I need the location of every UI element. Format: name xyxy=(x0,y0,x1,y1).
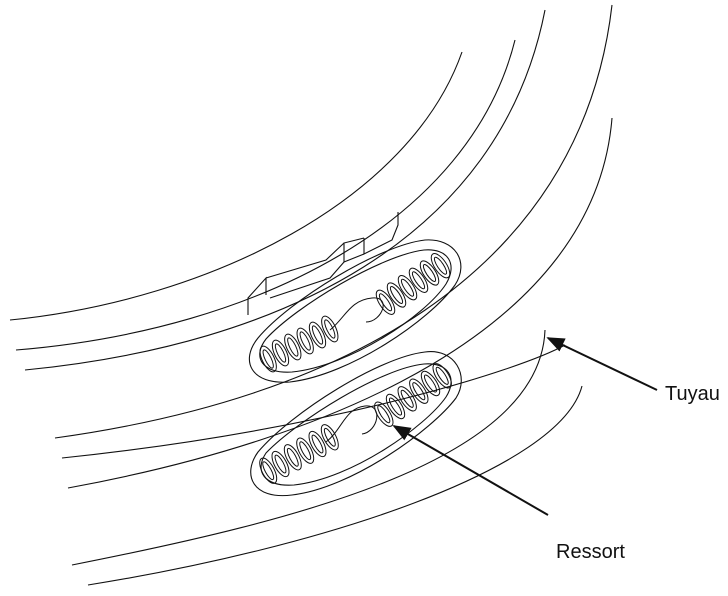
spring-coil-inner xyxy=(423,374,438,393)
spring-coil-inner xyxy=(311,325,324,345)
spring-coil-inner xyxy=(286,447,299,467)
spring-coil-inner xyxy=(262,349,274,369)
spring-coil-turn xyxy=(308,321,327,349)
spring-coil-turn xyxy=(259,457,278,484)
spring-coil-inner xyxy=(435,366,449,385)
spring-coil-turn xyxy=(409,378,429,404)
spring-coil-turn xyxy=(296,437,315,464)
spring-coil-inner xyxy=(299,331,311,351)
spring-coil-inner xyxy=(274,343,287,363)
spring-coil-turn xyxy=(271,339,290,367)
spring-coil-inner xyxy=(287,337,299,357)
spring-label: Ressort xyxy=(556,541,625,563)
spring-coil-inner xyxy=(433,256,448,275)
spring-coil-inner xyxy=(400,389,414,408)
hose-arcs xyxy=(54,4,613,586)
spring-coil-turn xyxy=(386,282,407,308)
spring-coil-inner xyxy=(311,434,324,454)
spring-coil-inner xyxy=(299,441,312,461)
spring-upper xyxy=(248,239,462,383)
spring-coil-inner xyxy=(412,382,426,401)
spring-coil-inner xyxy=(422,264,437,282)
spring-coil-turn xyxy=(259,345,277,373)
spring-coil-turn xyxy=(419,260,440,286)
spring-coil-turn xyxy=(432,363,452,389)
hose-leader-line xyxy=(546,337,658,391)
spring-lower xyxy=(250,351,462,497)
spring-coil-inner xyxy=(378,293,393,312)
spring-coil-inner xyxy=(400,278,415,297)
spring-coil-turn xyxy=(284,333,302,361)
spring-coil-turn xyxy=(397,386,417,412)
spring-coil-turn xyxy=(385,393,406,420)
clamp-band-notches xyxy=(247,212,399,315)
spring-coil-turn xyxy=(308,430,327,458)
spring-coil-inner xyxy=(274,454,287,474)
spring-coil-turn xyxy=(430,253,451,279)
spring-coil-inner xyxy=(411,271,426,290)
spring-coil-inner xyxy=(389,286,404,304)
spring-coil-turn xyxy=(320,424,339,451)
spring-coil-turn xyxy=(420,370,441,397)
spring-coil-turn xyxy=(321,315,339,343)
spring-coil-inner xyxy=(262,461,275,481)
spring-coil-inner xyxy=(388,397,403,416)
spring-coil-turn xyxy=(283,444,302,471)
spring-coil-turn xyxy=(271,450,290,478)
spring-coil-turn xyxy=(397,275,418,301)
hose-label: Tuyau xyxy=(665,383,720,405)
spring-coil-inner xyxy=(377,405,391,424)
spring-coil-turn xyxy=(374,401,394,427)
spring-coil-turn xyxy=(408,267,429,293)
spring-coil-turn xyxy=(296,327,314,355)
spring-leader-line xyxy=(392,425,549,516)
spring-coil-turn xyxy=(375,289,396,315)
fitting-arcs xyxy=(9,9,546,371)
